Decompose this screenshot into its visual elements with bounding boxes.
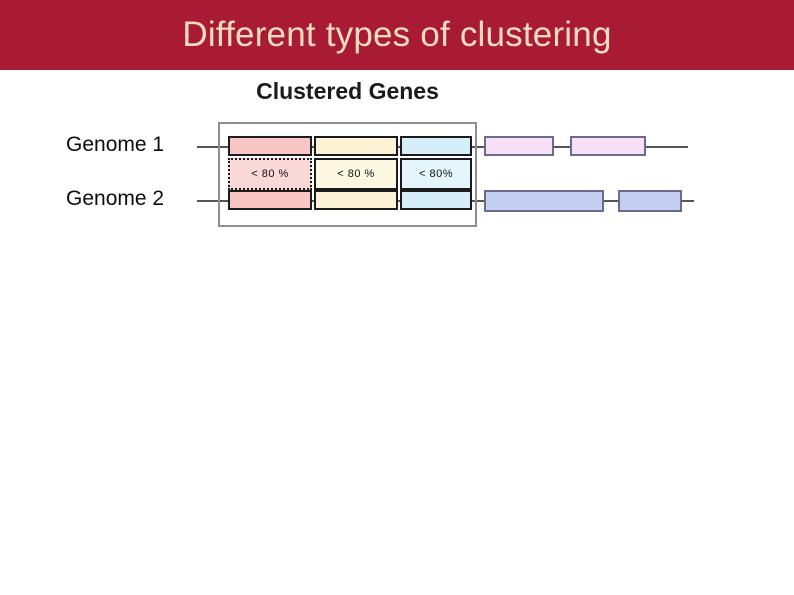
similarity-box-cluster-3: < 80% (400, 158, 472, 190)
genome-2-backbone-left (197, 200, 231, 202)
gene-box-genome1-unclustered-1[interactable] (484, 136, 554, 156)
similarity-box-cluster-2: < 80 % (314, 158, 398, 190)
gene-box-genome2-cluster-1[interactable] (228, 190, 312, 210)
cluster-boundary-box (218, 122, 477, 227)
similarity-label: < 80% (419, 168, 453, 180)
gene-box-genome1-cluster-3[interactable] (400, 136, 472, 156)
similarity-label: < 80 % (337, 168, 375, 180)
gene-box-genome2-unclustered-1[interactable] (484, 190, 604, 212)
genome-1-backbone-link-4 (552, 146, 572, 148)
gene-box-genome1-unclustered-2[interactable] (570, 136, 646, 156)
gene-box-genome1-cluster-2[interactable] (314, 136, 398, 156)
gene-box-genome2-cluster-3[interactable] (400, 190, 472, 210)
genome-1-backbone-link-3 (470, 146, 486, 148)
genome-2-backbone-link-4 (602, 200, 620, 202)
gene-box-genome2-unclustered-2[interactable] (618, 190, 682, 212)
clustered-genes-heading: Clustered Genes (256, 78, 439, 104)
genome-2-backbone-link-3 (470, 200, 486, 202)
genome-1-label: Genome 1 (66, 133, 165, 156)
genome-1-backbone-right (644, 146, 688, 148)
gene-box-genome1-cluster-1[interactable] (228, 136, 312, 156)
genome-2-backbone-right (680, 200, 694, 202)
similarity-box-cluster-1: < 80 % (228, 158, 312, 190)
genome-1-backbone-left (197, 146, 231, 148)
similarity-label: < 80 % (251, 168, 289, 180)
slide-title-banner: Different types of clustering (0, 0, 794, 70)
gene-box-genome2-cluster-2[interactable] (314, 190, 398, 210)
clustering-diagram: Clustered Genes Genome 1 Genome 2 < 80 %… (0, 70, 794, 260)
page-title: Different types of clustering (182, 15, 612, 54)
genome-2-label: Genome 2 (66, 187, 165, 210)
